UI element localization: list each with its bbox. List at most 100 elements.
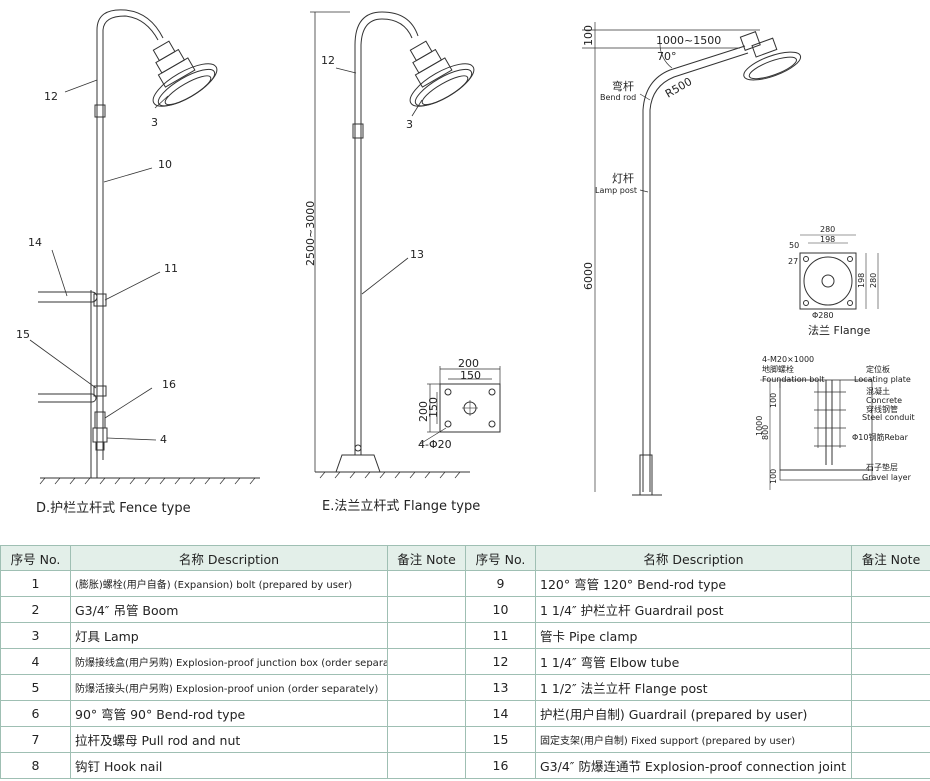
part-description: 120° 弯管 120° Bend-rod type [535, 570, 852, 597]
part-note [851, 726, 930, 753]
part-number: 9 [465, 570, 536, 597]
pole-height: 6000 [582, 262, 595, 290]
col-header-note: 备注 Note [851, 545, 930, 571]
foundation-bolt-spec: 4-M20×1000 [762, 355, 814, 364]
part-note [851, 648, 930, 675]
part-description: (膨胀)螺栓(用户自备) (Expansion) bolt (prepared … [70, 570, 388, 597]
label-12: 12 [44, 90, 58, 103]
conduit-cn: 穿线钢管 [866, 404, 898, 414]
part-note [387, 596, 466, 623]
label-14: 14 [28, 236, 42, 249]
dim-100a: 100 [769, 393, 778, 408]
concrete-en: Concrete [866, 396, 902, 405]
lighting-pole-installation-diagram: 12 3 10 14 11 15 16 4 D.护栏立杆式 Fence type [16, 9, 915, 516]
label-12: 12 [321, 54, 335, 67]
col-header-description: 名称 Description [70, 545, 388, 571]
locating-plate-en: Locating plate [854, 375, 911, 384]
col-header-note: 备注 Note [387, 545, 466, 571]
foundation-bolt-en: Foundation bolt [762, 375, 825, 384]
bend-rod-labels: 100 1000~1500 70° R500 弯杆 Bend rod 灯杆 La… [582, 25, 915, 484]
label-13: 13 [410, 248, 424, 261]
base-height: 200 [417, 401, 430, 422]
part-note [387, 622, 466, 649]
part-description: 拉杆及螺母 Pull rod and nut [70, 726, 388, 753]
bend-rod-label-en: Bend rod [600, 93, 636, 102]
foundation-bolt-cn: 地脚螺栓 [762, 364, 794, 374]
lamp-post-label-en: Lamp post [595, 186, 637, 195]
part-number: 8 [0, 752, 71, 779]
base-height-inner: 150 [427, 397, 440, 418]
dim-1000: 1000 [755, 416, 764, 436]
gravel-en: Gravel layer [862, 473, 912, 482]
label-3: 3 [151, 116, 158, 129]
flange-dim-v198: 198 [857, 273, 866, 288]
part-description: G3/4″ 防爆连通节 Explosion-proof connection j… [535, 752, 852, 779]
part-number: 16 [465, 752, 536, 779]
part-note [387, 700, 466, 727]
part-number: 3 [0, 622, 71, 649]
gravel-cn: 石子垫层 [866, 462, 898, 472]
part-note [387, 674, 466, 701]
part-description: 固定支架(用户自制) Fixed support (prepared by us… [535, 726, 852, 753]
part-description: 1 1/4″ 护栏立杆 Guardrail post [535, 596, 852, 623]
part-note [851, 622, 930, 649]
label-3: 3 [406, 118, 413, 131]
table-header-row: 序号 No. 名称 Description 备注 Note 序号 No. 名称 … [0, 545, 930, 571]
part-note [851, 674, 930, 701]
label-11: 11 [164, 262, 178, 275]
label-15: 15 [16, 328, 30, 341]
part-description: 防爆活接头(用户另购) Explosion-proof union (order… [70, 674, 388, 701]
part-note [851, 700, 930, 727]
col-header-no: 序号 No. [0, 545, 71, 571]
label-16: 16 [162, 378, 176, 391]
part-note [851, 570, 930, 597]
part-description: G3/4″ 吊管 Boom [70, 596, 388, 623]
flange-dim-50: 50 [789, 241, 799, 250]
part-number: 14 [465, 700, 536, 727]
label-4: 4 [160, 433, 167, 446]
part-note [851, 752, 930, 779]
part-description: 钩钉 Hook nail [70, 752, 388, 779]
label-10: 10 [158, 158, 172, 171]
part-number: 15 [465, 726, 536, 753]
part-number: 7 [0, 726, 71, 753]
part-note [851, 596, 930, 623]
base-width-inner: 150 [460, 369, 481, 382]
dim-reach: 1000~1500 [656, 34, 721, 47]
fence-type-caption: D.护栏立杆式 Fence type [36, 501, 191, 516]
flange-dim-198: 198 [820, 235, 835, 244]
bend-angle: 70° [657, 50, 677, 63]
part-description: 管卡 Pipe clamp [535, 622, 852, 649]
base-holes: 4-Φ20 [418, 438, 452, 451]
part-description: 90° 弯管 90° Bend-rod type [70, 700, 388, 727]
part-note [387, 648, 466, 675]
dim-800: 800 [761, 425, 770, 440]
flange-dim-phi: Φ280 [812, 311, 834, 320]
part-description: 防爆接线盒(用户另购) Explosion-proof junction box… [70, 648, 388, 675]
parts-table: 序号 No. 名称 Description 备注 Note 序号 No. 名称 … [0, 545, 930, 779]
part-number: 4 [0, 648, 71, 675]
part-number: 2 [0, 596, 71, 623]
conduit-en: Steel conduit [862, 413, 915, 422]
part-note [387, 752, 466, 779]
locating-plate-cn: 定位板 [866, 364, 890, 374]
bend-rod-view [582, 22, 879, 496]
part-number: 12 [465, 648, 536, 675]
flange-caption: 法兰 Flange [808, 323, 871, 337]
part-number: 13 [465, 674, 536, 701]
fence-type-labels: 12 3 10 14 11 15 16 4 D.护栏立杆式 Fence type [16, 90, 191, 516]
part-note [387, 570, 466, 597]
part-note [387, 726, 466, 753]
part-description: 1 1/2″ 法兰立杆 Flange post [535, 674, 852, 701]
bend-rod-label-cn: 弯杆 [612, 79, 634, 93]
flange-type-caption: E.法兰立杆式 Flange type [322, 499, 480, 514]
height-dimension: 2500~3000 [304, 201, 317, 266]
part-number: 11 [465, 622, 536, 649]
